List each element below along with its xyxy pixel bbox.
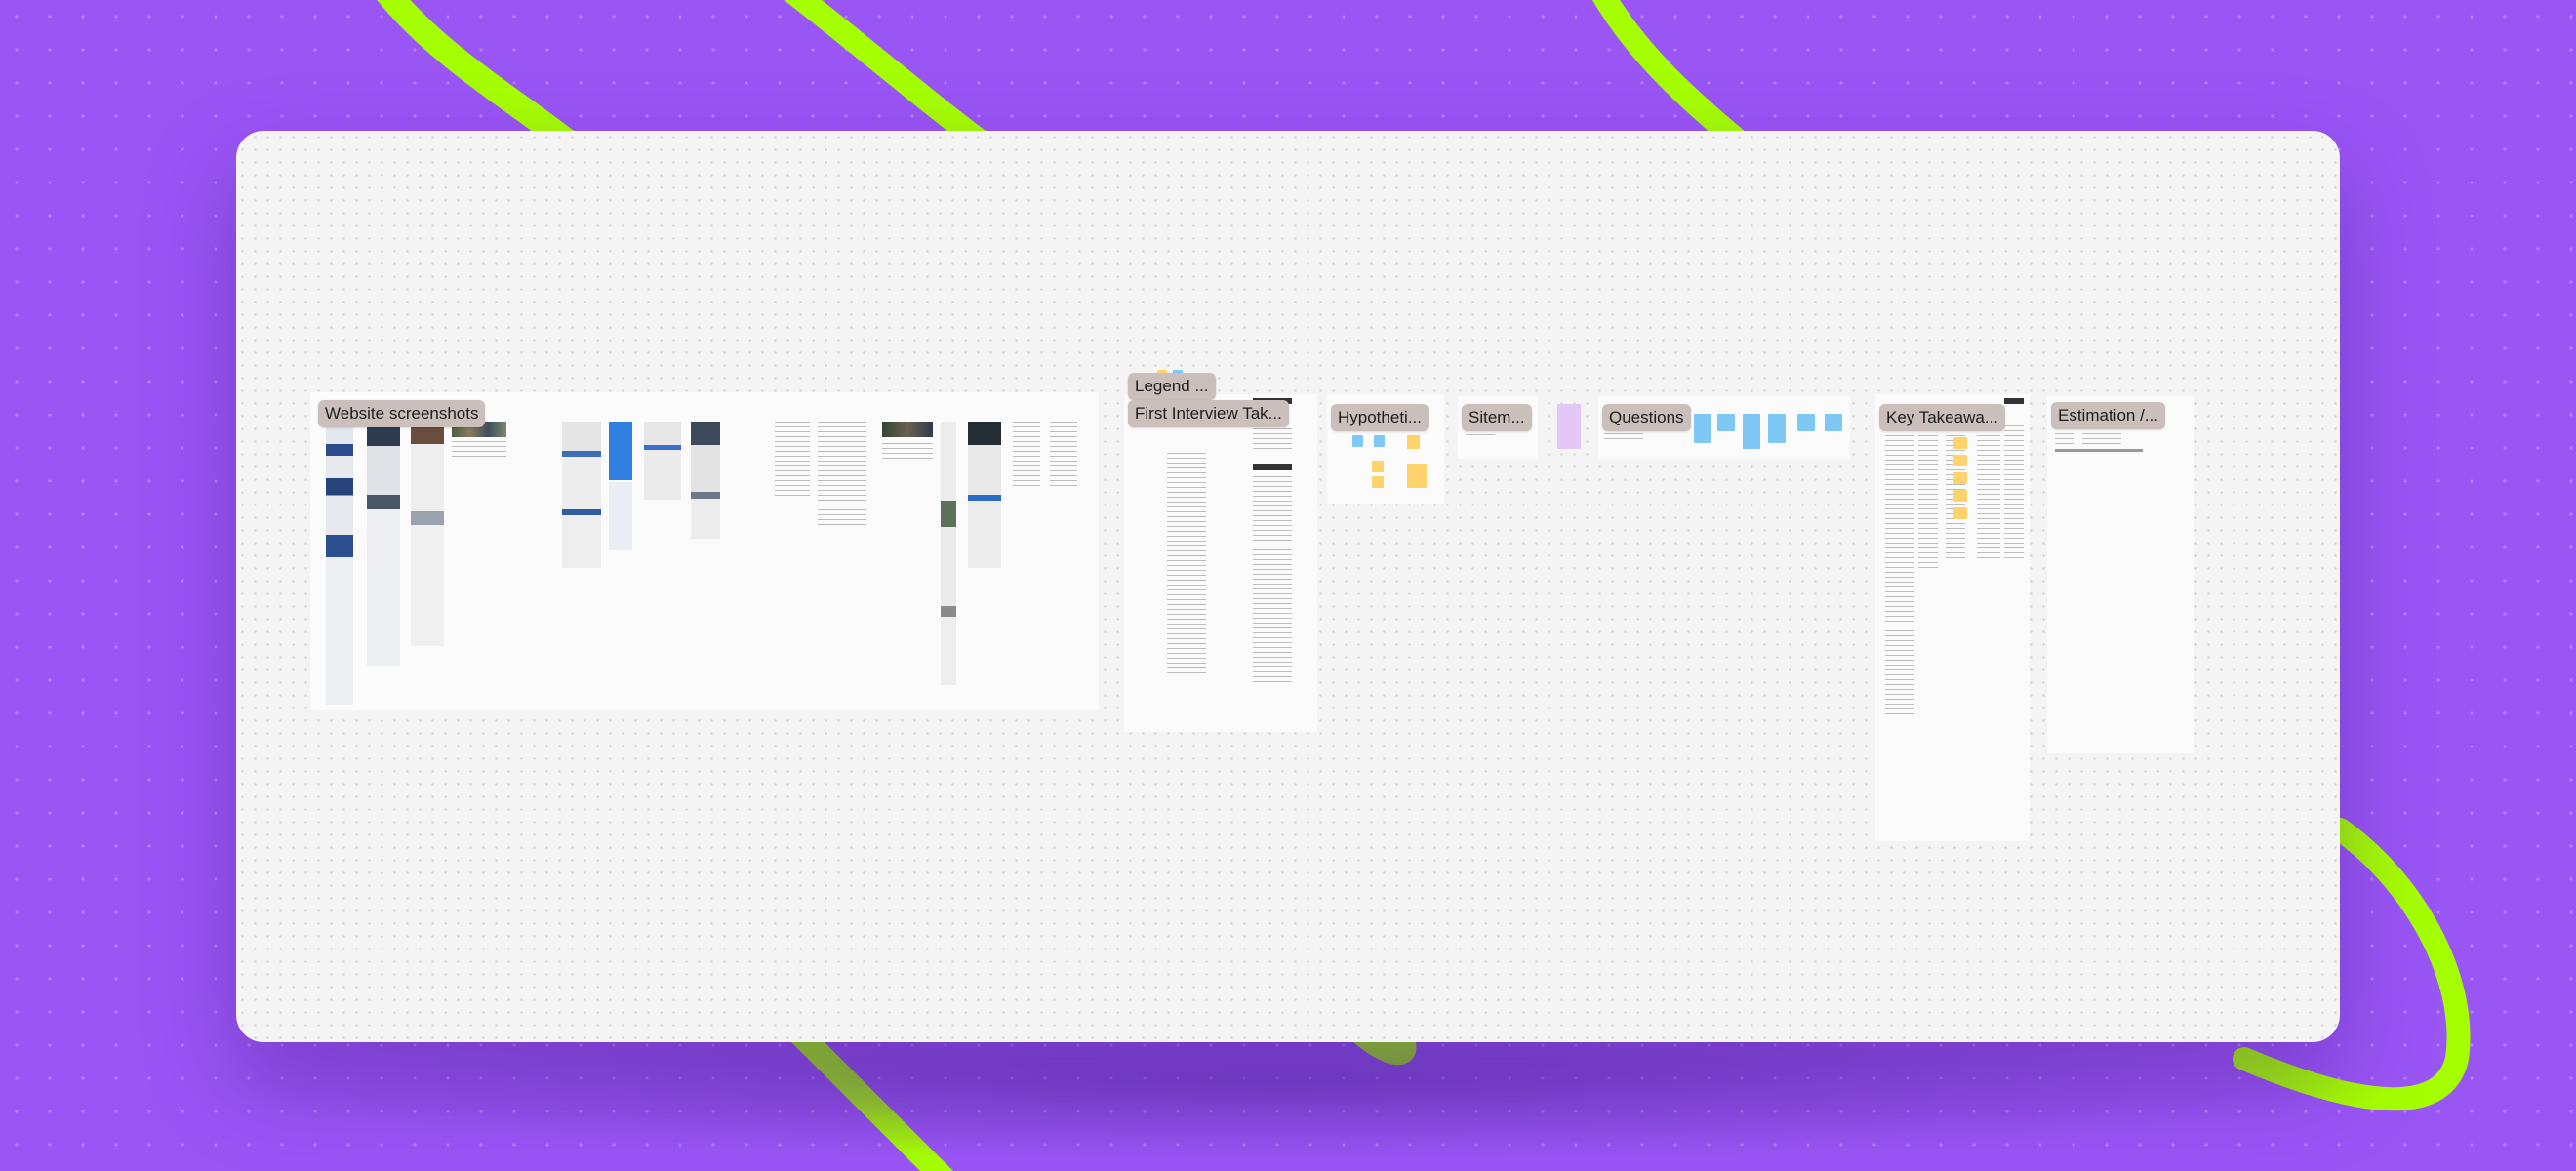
sticky-note[interactable] xyxy=(1374,435,1385,447)
sticky-note[interactable] xyxy=(1743,414,1760,449)
text-block xyxy=(1885,425,1914,714)
screenshot-thumb xyxy=(968,422,1001,568)
sticky-note[interactable] xyxy=(1407,464,1427,488)
frame-key-takeaways[interactable] xyxy=(1875,394,2030,841)
sticky-note[interactable] xyxy=(1694,414,1711,443)
text-block xyxy=(1466,429,1495,437)
frame-label-website-screenshots[interactable]: Website screenshots xyxy=(318,400,486,427)
text-block xyxy=(1013,422,1040,490)
swoosh-bottom-left xyxy=(788,1023,953,1171)
screenshot-thumb xyxy=(882,422,933,437)
sticky-note[interactable] xyxy=(1825,414,1842,431)
frame-estimation[interactable] xyxy=(2047,396,2194,753)
text-block xyxy=(1253,424,1292,453)
header-bar xyxy=(1253,464,1292,470)
frame-label-hypothetical[interactable]: Hypotheti... xyxy=(1331,404,1429,431)
frame-label-key-takeaways[interactable]: Key Takeawa... xyxy=(1879,404,2005,431)
screenshot-thumb xyxy=(367,422,400,666)
sticky-note[interactable] xyxy=(1372,461,1384,472)
sticky-note[interactable] xyxy=(1717,414,1735,431)
sticky-note[interactable] xyxy=(1372,476,1384,488)
screenshot-thumb xyxy=(609,482,632,550)
text-block xyxy=(1977,425,2000,562)
frame-label-first-interview-takeaways[interactable]: First Interview Tak... xyxy=(1128,400,1289,427)
sticky-note[interactable] xyxy=(1557,404,1581,449)
screenshot-thumb xyxy=(644,422,681,500)
text-block xyxy=(2082,433,2121,445)
sticky-note[interactable] xyxy=(1953,455,1967,466)
frame-website-screenshots[interactable] xyxy=(310,392,1099,710)
sticky-note[interactable] xyxy=(1407,435,1420,449)
text-block xyxy=(452,441,506,461)
text-block xyxy=(818,422,866,529)
text-block xyxy=(1604,433,1643,439)
frame-first-interview-takeaways[interactable] xyxy=(1124,394,1317,732)
sticky-note[interactable] xyxy=(1768,414,1786,443)
frame-label-estimation[interactable]: Estimation /... xyxy=(2051,402,2165,429)
text-block xyxy=(1050,422,1077,490)
sticky-note[interactable] xyxy=(1953,437,1967,449)
whiteboard-canvas[interactable]: Website screenshots Legend ... First Int… xyxy=(236,131,2340,1042)
screenshot-thumb xyxy=(691,422,720,539)
sticky-note[interactable] xyxy=(1953,490,1967,502)
header-bar xyxy=(2004,398,2024,404)
screenshot-thumb xyxy=(609,422,632,480)
text-block xyxy=(2055,433,2074,445)
sticky-note[interactable] xyxy=(1953,472,1967,484)
frame-label-questions[interactable]: Questions xyxy=(1602,404,1691,431)
screenshot-thumb xyxy=(326,422,353,705)
text-block xyxy=(2004,425,2024,562)
text-block xyxy=(775,422,810,500)
sticky-note[interactable] xyxy=(1352,435,1363,447)
screenshot-thumb xyxy=(411,422,444,646)
text-block xyxy=(882,443,933,459)
divider xyxy=(2055,449,2143,452)
text-block xyxy=(1918,425,1938,570)
text-block xyxy=(1167,453,1206,677)
sticky-note[interactable] xyxy=(1797,414,1815,431)
frame-label-legend[interactable]: Legend ... xyxy=(1128,373,1216,400)
text-block xyxy=(1253,476,1292,685)
sticky-note[interactable] xyxy=(1953,507,1967,519)
screenshot-thumb xyxy=(562,422,601,568)
screenshot-thumb xyxy=(941,422,956,685)
swoosh-right-loop xyxy=(2233,818,2471,1111)
frame-label-sitemap[interactable]: Sitem... xyxy=(1462,404,1532,431)
